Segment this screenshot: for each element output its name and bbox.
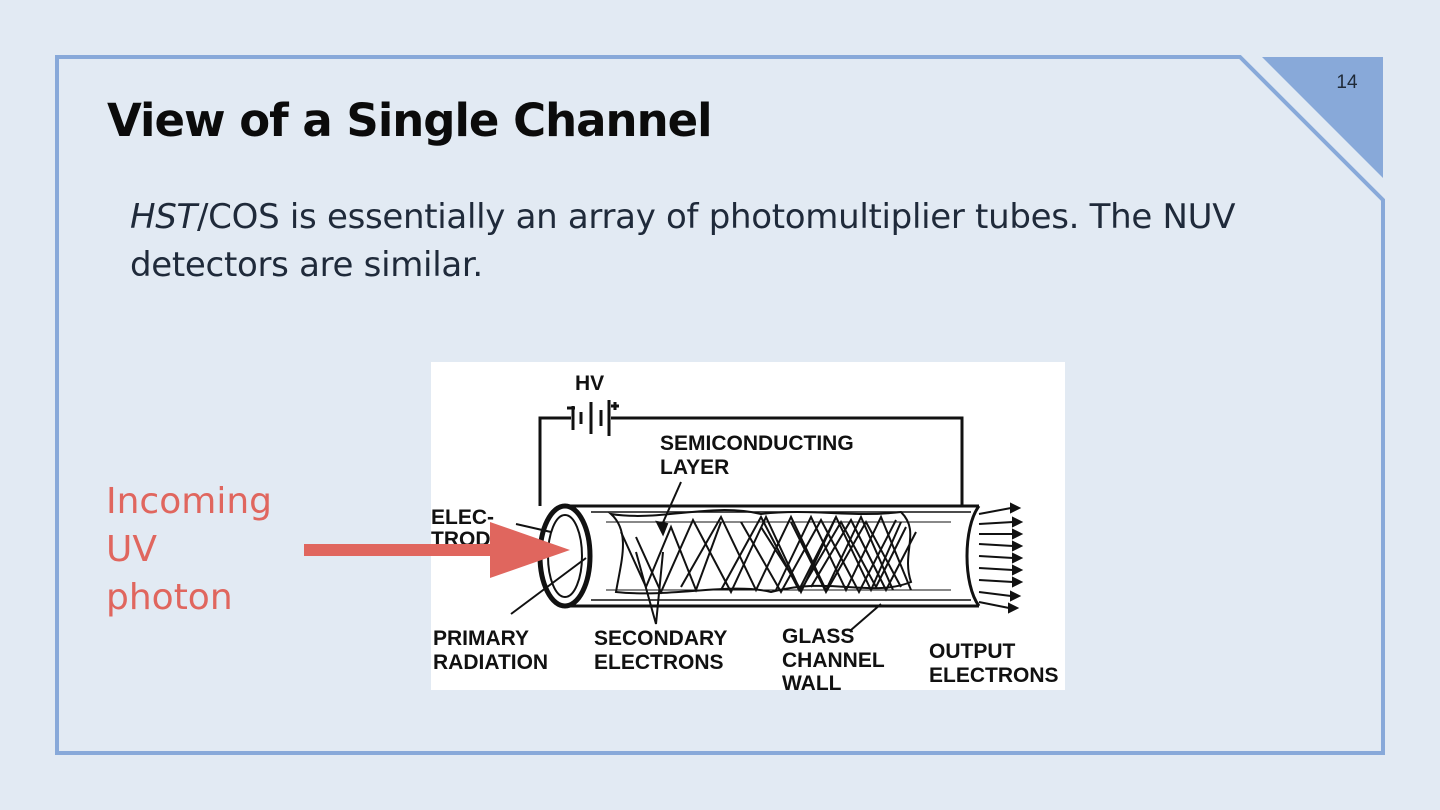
body-text-italic: HST [130, 197, 198, 237]
body-text-rest: /COS is essentially an array of photomul… [130, 197, 1236, 285]
arrow-shaft [304, 544, 494, 556]
glass-wall-label: WALL [782, 672, 842, 690]
primary-radiation-label: RADIATION [433, 651, 548, 674]
callout-line: Incoming [106, 481, 272, 522]
hv-circuit [538, 400, 964, 506]
channel-diagram: HV [431, 362, 1065, 690]
output-electrons-label: ELECTRONS [929, 664, 1059, 687]
cutaway-outline [607, 509, 913, 595]
incoming-photon-arrow [304, 522, 570, 578]
glass-wall-label: CHANNEL [782, 649, 885, 672]
secondary-electrons-label: ELECTRONS [594, 651, 724, 674]
body-text: HST/COS is essentially an array of photo… [130, 193, 1290, 289]
output-electrons-label: OUTPUT [929, 640, 1016, 663]
output-electron-arrows [978, 502, 1024, 614]
glass-wall-label: GLASS [782, 625, 854, 648]
electron-paths [620, 514, 917, 595]
slide-title: View of a Single Channel [107, 94, 713, 147]
semiconducting-label: LAYER [660, 456, 729, 479]
leader-lines [510, 481, 882, 631]
semiconducting-label: SEMICONDUCTING [660, 432, 854, 455]
incoming-photon-label: Incoming UV photon [106, 478, 296, 622]
primary-radiation-label: PRIMARY [433, 627, 529, 650]
hv-label: HV [575, 372, 604, 395]
folded-corner [1262, 57, 1383, 178]
callout-line: UV [106, 529, 157, 570]
secondary-electrons-label: SECONDARY [594, 627, 727, 650]
slide-border [55, 55, 1385, 755]
page-number: 14 [1336, 72, 1358, 93]
arrow-head [490, 522, 570, 578]
electrode-label: ELEC- [431, 506, 494, 529]
callout-line: photon [106, 577, 233, 618]
